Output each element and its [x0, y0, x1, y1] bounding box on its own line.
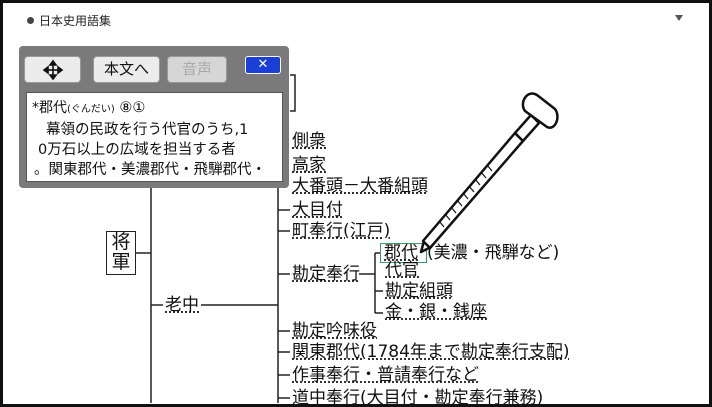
dictionary-title: 日本史用語集: [39, 14, 112, 28]
bullet-icon: [27, 17, 34, 24]
diagram-lines: [136, 74, 383, 403]
entry-reading: (ぐんだい): [67, 104, 115, 115]
node-kanjokumigashira[interactable]: 勘定組頭: [385, 281, 453, 301]
node-kanjobugyo[interactable]: 勘定奉行: [292, 264, 360, 284]
node-gundai[interactable]: 郡代: [384, 243, 418, 263]
node-oban[interactable]: 大番頭－大番組頭: [292, 176, 428, 196]
stylus-pen-icon: [419, 92, 559, 254]
shogun-char-2: 軍: [111, 251, 131, 273]
node-sobashu[interactable]: 側衆: [292, 131, 326, 151]
gundai-highlight-box: [380, 243, 427, 263]
node-gundai-note: (美濃・飛騨など): [427, 243, 560, 263]
entry-heading: *郡代(ぐんだい) ⑧①: [32, 98, 277, 120]
node-koke[interactable]: 高家: [292, 155, 326, 175]
close-button[interactable]: ✕: [245, 56, 281, 74]
definition-popup: 本文へ 音声 ✕ *郡代(ぐんだい) ⑧① 幕領の民政を行う代官のうち,1 0万…: [19, 46, 289, 188]
node-kinginzeniza[interactable]: 金・銀・銭座: [385, 302, 487, 322]
audio-button[interactable]: 音声: [167, 56, 227, 83]
node-sakujibugyo[interactable]: 作事奉行・普請奉行など: [292, 365, 479, 385]
app-header: 日本史用語集: [3, 3, 709, 39]
dropdown-triangle-icon[interactable]: [675, 15, 683, 21]
shogun-char-1: 将: [111, 231, 131, 253]
move-arrows-icon: [42, 59, 63, 81]
entry-headword: *郡代: [32, 100, 67, 116]
go-to-text-button[interactable]: 本文へ: [93, 56, 160, 83]
node-ometsuke[interactable]: 大目付: [292, 200, 343, 220]
node-kanjoginmiyaku[interactable]: 勘定吟味役: [292, 321, 377, 341]
node-daikan[interactable]: 代官: [385, 260, 419, 280]
shogun-box: 将 軍: [106, 231, 136, 275]
entry-marks: ⑧①: [119, 100, 146, 116]
move-button[interactable]: [24, 56, 81, 83]
definition-content: *郡代(ぐんだい) ⑧① 幕領の民政を行う代官のうち,1 0万石以上の広域を担当…: [26, 92, 283, 182]
definition-line: 0万石以上の広域を担当する者: [38, 142, 236, 158]
organization-diagram: 将 軍 老中 側衆 高家 大番頭－大番組頭 大目付 町奉行(江戸) 勘定奉行 郡…: [3, 3, 709, 407]
node-kantogundai[interactable]: 関東郡代(1784年まで勘定奉行支配): [292, 342, 570, 362]
node-machibugyo[interactable]: 町奉行(江戸): [292, 221, 391, 241]
definition-line: 幕領の民政を行う代官のうち,1: [46, 122, 249, 138]
roju-label[interactable]: 老中: [165, 295, 199, 315]
node-dochubugyo[interactable]: 道中奉行(大目付・勘定奉行兼務): [292, 388, 544, 407]
definition-line: 。関東郡代・美濃郡代・飛騨郡代・: [34, 162, 266, 178]
